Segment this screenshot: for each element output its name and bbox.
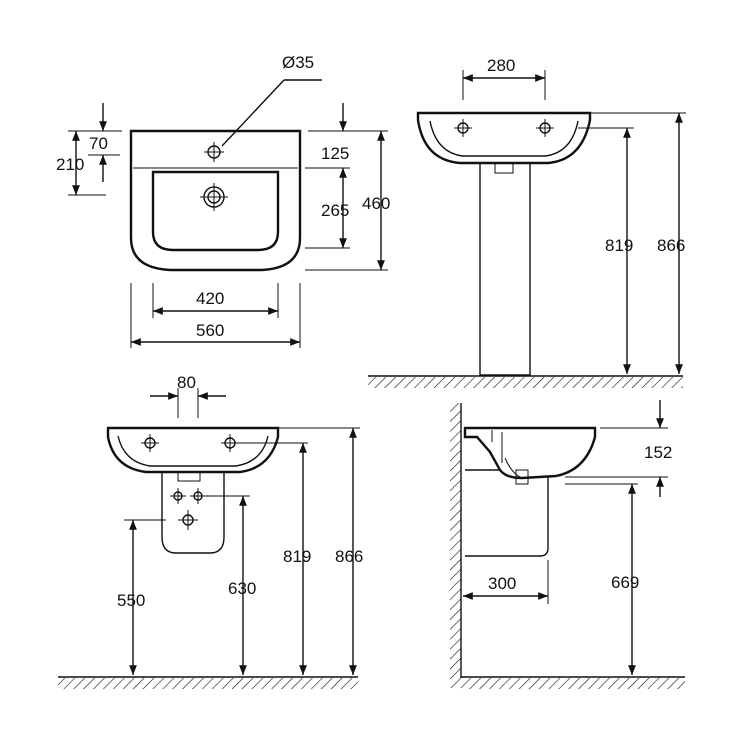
dim-669: 669: [611, 573, 639, 592]
floor-hatch: [461, 678, 685, 689]
top-view-basin: [129, 129, 302, 272]
tap-hole-icon: [204, 142, 224, 162]
dim-125-265-460-group: [305, 103, 388, 271]
fixing-hole-icon: [170, 488, 186, 504]
waste-outlet-icon: [178, 510, 198, 530]
tap-hole-icon: [536, 119, 554, 137]
dim-152: 152: [644, 443, 672, 462]
dim-265: 265: [321, 201, 349, 220]
drain-icon: [200, 183, 228, 211]
dim-80: 80: [177, 373, 196, 392]
dim-420-560-group: [130, 283, 301, 348]
floor-hatch: [58, 678, 358, 689]
tap-hole-icon: [141, 434, 159, 452]
floor-hatch: [368, 377, 683, 388]
dim-420: 420: [196, 289, 224, 308]
dim-819-866-group: [578, 112, 686, 374]
hole-dia-leader: [221, 79, 285, 147]
dim-460: 460: [362, 194, 390, 213]
dim-866: 866: [657, 236, 685, 255]
dim-669-group: [565, 483, 638, 675]
dim-70: 70: [89, 134, 108, 153]
dim-80-group: [150, 388, 226, 418]
side-view-basin: [450, 403, 685, 689]
dim-152-group: [565, 400, 668, 497]
dim-560: 560: [196, 321, 224, 340]
tap-hole-icon: [221, 434, 239, 452]
dim-550: 550: [117, 591, 145, 610]
dim-280-group: [462, 70, 546, 100]
dim-280: 280: [487, 56, 515, 75]
dim-70-210-group: [68, 103, 122, 196]
dim-125: 125: [321, 144, 349, 163]
dim-300-group: [463, 560, 549, 604]
dim-630: 630: [228, 579, 256, 598]
tap-hole-icon: [454, 119, 472, 137]
wall-hatch: [450, 403, 461, 688]
dim-866: 866: [335, 547, 363, 566]
pedestal-basin-view: [416, 111, 592, 376]
dim-819: 819: [605, 236, 633, 255]
dim-300: 300: [488, 574, 516, 593]
dim-550-630-819-866-group: [124, 427, 360, 675]
dim-hole-diameter: Ø35: [282, 53, 314, 72]
semi-pedestal-basin-view: [106, 426, 280, 554]
dim-819: 819: [283, 547, 311, 566]
dim-210: 210: [56, 155, 84, 174]
